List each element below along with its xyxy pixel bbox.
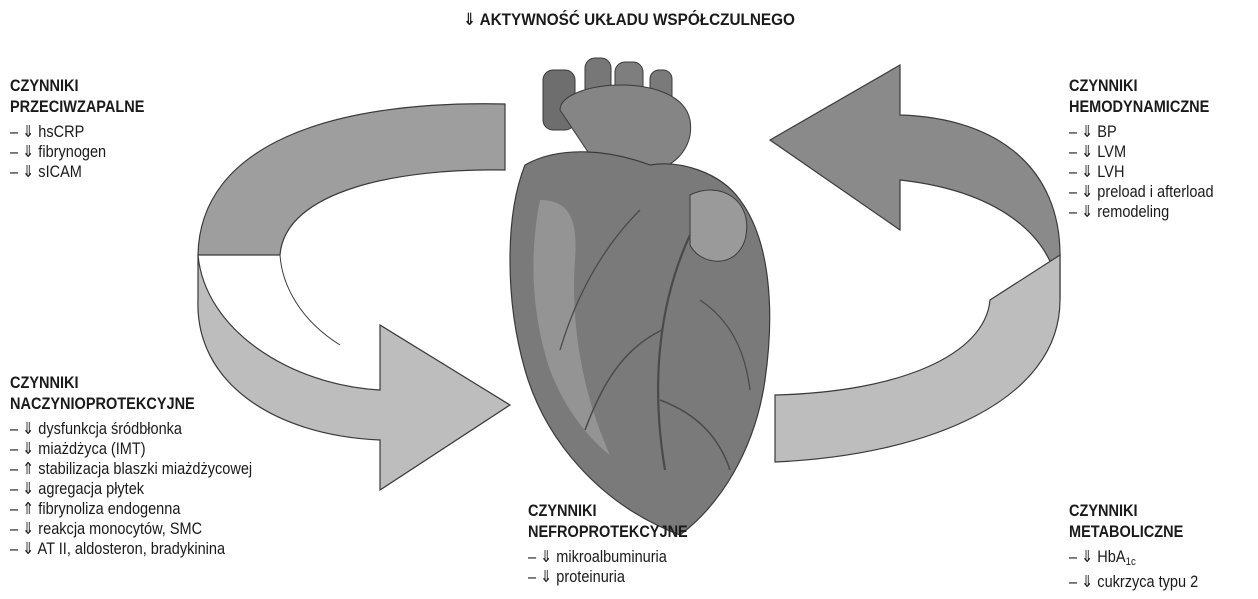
block-nefroprotekcyjne-head1: CZYNNIKI [528, 501, 688, 522]
block-przeciwzapalne-head1: CZYNNIKI [10, 76, 144, 97]
list-item: – ⇓ hsCRP [10, 122, 144, 142]
block-nefroprotekcyjne-head2: NEFROPROTEKCYJNE [528, 522, 688, 543]
list-item: – ⇓ mikroalbuminuria [528, 547, 688, 567]
block-naczynioprotekcyjne-list: – ⇓ dysfunkcja śródbłonka – ⇓ miażdżyca … [10, 419, 252, 559]
list-item: – ⇑ stabilizacja blaszki miażdżycowej [10, 459, 252, 479]
block-przeciwzapalne: CZYNNIKI PRZECIWZAPALNE – ⇓ hsCRP – ⇓ fi… [10, 76, 144, 182]
list-item: – ⇓ reakcja monocytów, SMC [10, 519, 252, 539]
list-item: – ⇓ fibrynogen [10, 142, 144, 162]
block-nefroprotekcyjne: CZYNNIKI NEFROPROTEKCYJNE – ⇓ mikroalbum… [528, 501, 688, 587]
block-metaboliczne: CZYNNIKI METABOLICZNE – ⇓ HbA1c – ⇓ cukr… [1069, 501, 1198, 592]
block-naczynioprotekcyjne: CZYNNIKI NACZYNIOPROTEKCYJNE – ⇓ dysfunk… [10, 373, 252, 559]
left-arrow-tail [198, 104, 505, 255]
list-item: – ⇓ proteinuria [528, 567, 688, 587]
block-hemodynamiczne-list: – ⇓ BP – ⇓ LVM – ⇓ LVH – ⇓ preload i aft… [1069, 122, 1214, 222]
list-item: – ⇑ fibrynoliza endogenna [10, 499, 252, 519]
block-metaboliczne-head1: CZYNNIKI [1069, 501, 1198, 522]
hba1c-label: – ⇓ HbA [1069, 548, 1126, 566]
list-item: – ⇓ BP [1069, 122, 1214, 142]
list-item: – ⇓ HbA1c [1069, 547, 1198, 572]
block-przeciwzapalne-list: – ⇓ hsCRP – ⇓ fibrynogen – ⇓ sICAM [10, 122, 144, 182]
block-nefroprotekcyjne-list: – ⇓ mikroalbuminuria – ⇓ proteinuria [528, 547, 688, 587]
list-item: – ⇓ miażdżyca (IMT) [10, 439, 252, 459]
block-naczynioprotekcyjne-head2: NACZYNIOPROTEKCYJNE [10, 394, 252, 415]
list-item: – ⇓ agregacja płytek [10, 479, 252, 499]
block-hemodynamiczne-head2: HEMODYNAMICZNE [1069, 97, 1214, 118]
list-item: – ⇓ sICAM [10, 162, 144, 182]
list-item: – ⇓ LVM [1069, 142, 1214, 162]
block-hemodynamiczne: CZYNNIKI HEMODYNAMICZNE – ⇓ BP – ⇓ LVM –… [1069, 76, 1214, 222]
list-item: – ⇓ cukrzyca typu 2 [1069, 572, 1198, 592]
list-item: – ⇓ AT II, aldosteron, bradykinina [10, 539, 252, 559]
block-metaboliczne-list: – ⇓ HbA1c – ⇓ cukrzyca typu 2 [1069, 547, 1198, 592]
list-item: – ⇓ dysfunkcja śródbłonka [10, 419, 252, 439]
heart-illustration [510, 58, 770, 535]
block-metaboliczne-head2: METABOLICZNE [1069, 522, 1198, 543]
block-przeciwzapalne-head2: PRZECIWZAPALNE [10, 97, 144, 118]
right-arrow-tail [775, 255, 1060, 462]
right-arrow-head [770, 65, 1060, 300]
list-item: – ⇓ LVH [1069, 162, 1214, 182]
hba1c-subscript: 1c [1126, 556, 1136, 568]
list-item: – ⇓ remodeling [1069, 202, 1214, 222]
list-item: – ⇓ preload i afterload [1069, 182, 1214, 202]
block-hemodynamiczne-head1: CZYNNIKI [1069, 76, 1214, 97]
block-naczynioprotekcyjne-head1: CZYNNIKI [10, 373, 252, 394]
